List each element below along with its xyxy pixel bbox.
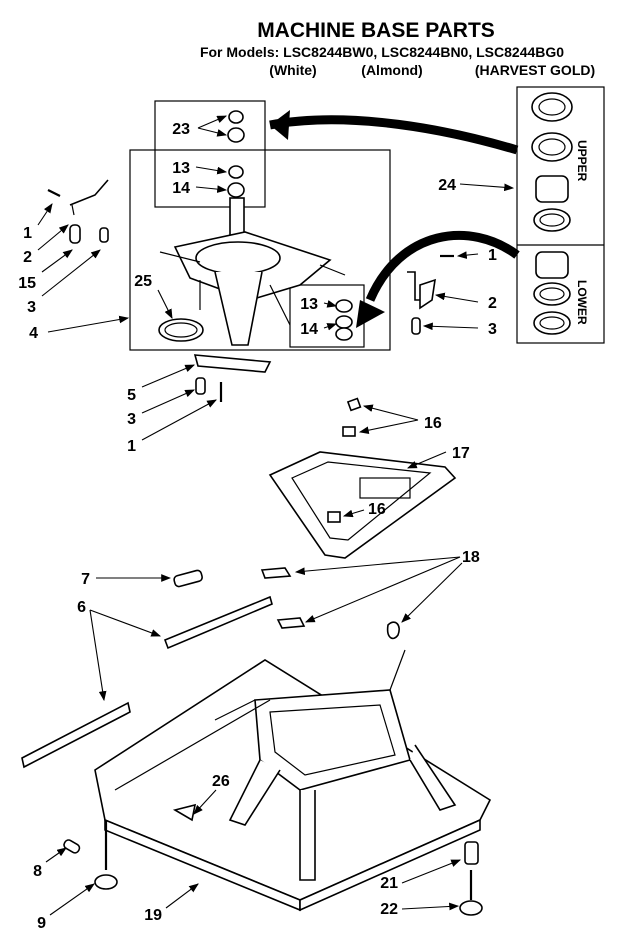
upper-seal-box [154,100,266,208]
callout-5: 5 [127,387,136,404]
color-harvest-gold: (HARVEST GOLD) [475,62,595,78]
clip-18-b [276,617,306,629]
seal-parts-23-13-14 [227,110,245,198]
callout-8: 8 [33,863,42,880]
callout-19: 19 [144,907,162,924]
callout-2: 2 [488,295,497,312]
callout-9: 9 [37,915,46,932]
clip-18-c [386,621,400,640]
seal-parts-lower-13-14 [335,299,353,341]
callout-26: 26 [212,773,230,790]
callout-22: 22 [380,901,398,918]
right-clip-parts [407,254,454,335]
seal-kit-panel [516,86,605,344]
callout-16: 16 [368,501,386,518]
leader-lines [37,115,515,916]
upper-label: UPPER [575,140,589,182]
callout-17: 17 [452,445,470,462]
leveling-legs [63,820,483,916]
callout-numbers: 1 2 15 3 4 23 13 14 24 25 1 2 3 13 14 5 … [18,121,497,932]
transmission-drive-illustration [159,197,346,346]
callout-15: 15 [18,275,36,292]
base-frame-19 [94,649,492,912]
models-line: For Models: LSC8244BW0, LSC8244BN0, LSC8… [200,44,564,60]
pad-7 [173,569,203,588]
callout-1: 1 [488,247,497,264]
callout-7: 7 [81,571,90,588]
color-almond: (Almond) [361,62,422,78]
callout-14: 14 [172,180,190,197]
callout-1: 1 [23,225,32,242]
callout-25: 25 [134,273,152,290]
callout-1: 1 [127,438,136,455]
callout-24: 24 [438,177,456,194]
clip-18-a [260,567,292,579]
lower-transfer-arrow [365,231,520,302]
callout-3: 3 [27,299,36,316]
lower-label: LOWER [575,280,589,325]
callout-21: 21 [380,875,398,892]
slide-6-upper [163,595,273,650]
callout-16: 16 [424,415,442,432]
callout-13: 13 [172,160,190,177]
upper-transfer-arrow [269,115,519,155]
page-title: MACHINE BASE PARTS [257,19,495,42]
callout-6: 6 [77,599,86,616]
color-white: (White) [269,62,316,78]
callout-2: 2 [23,249,32,266]
callout-14: 14 [300,321,318,338]
callout-3: 3 [488,321,497,338]
callout-23: 23 [172,121,190,138]
tub-platform-17 [268,451,457,559]
callout-13: 13 [300,296,318,313]
left-clip-parts [47,179,109,244]
slide-6-lower [21,701,131,769]
clips-16 [327,397,362,523]
lower-clip-parts [193,354,272,402]
callout-18: 18 [462,549,480,566]
callout-4: 4 [29,325,38,342]
callout-3: 3 [127,411,136,428]
